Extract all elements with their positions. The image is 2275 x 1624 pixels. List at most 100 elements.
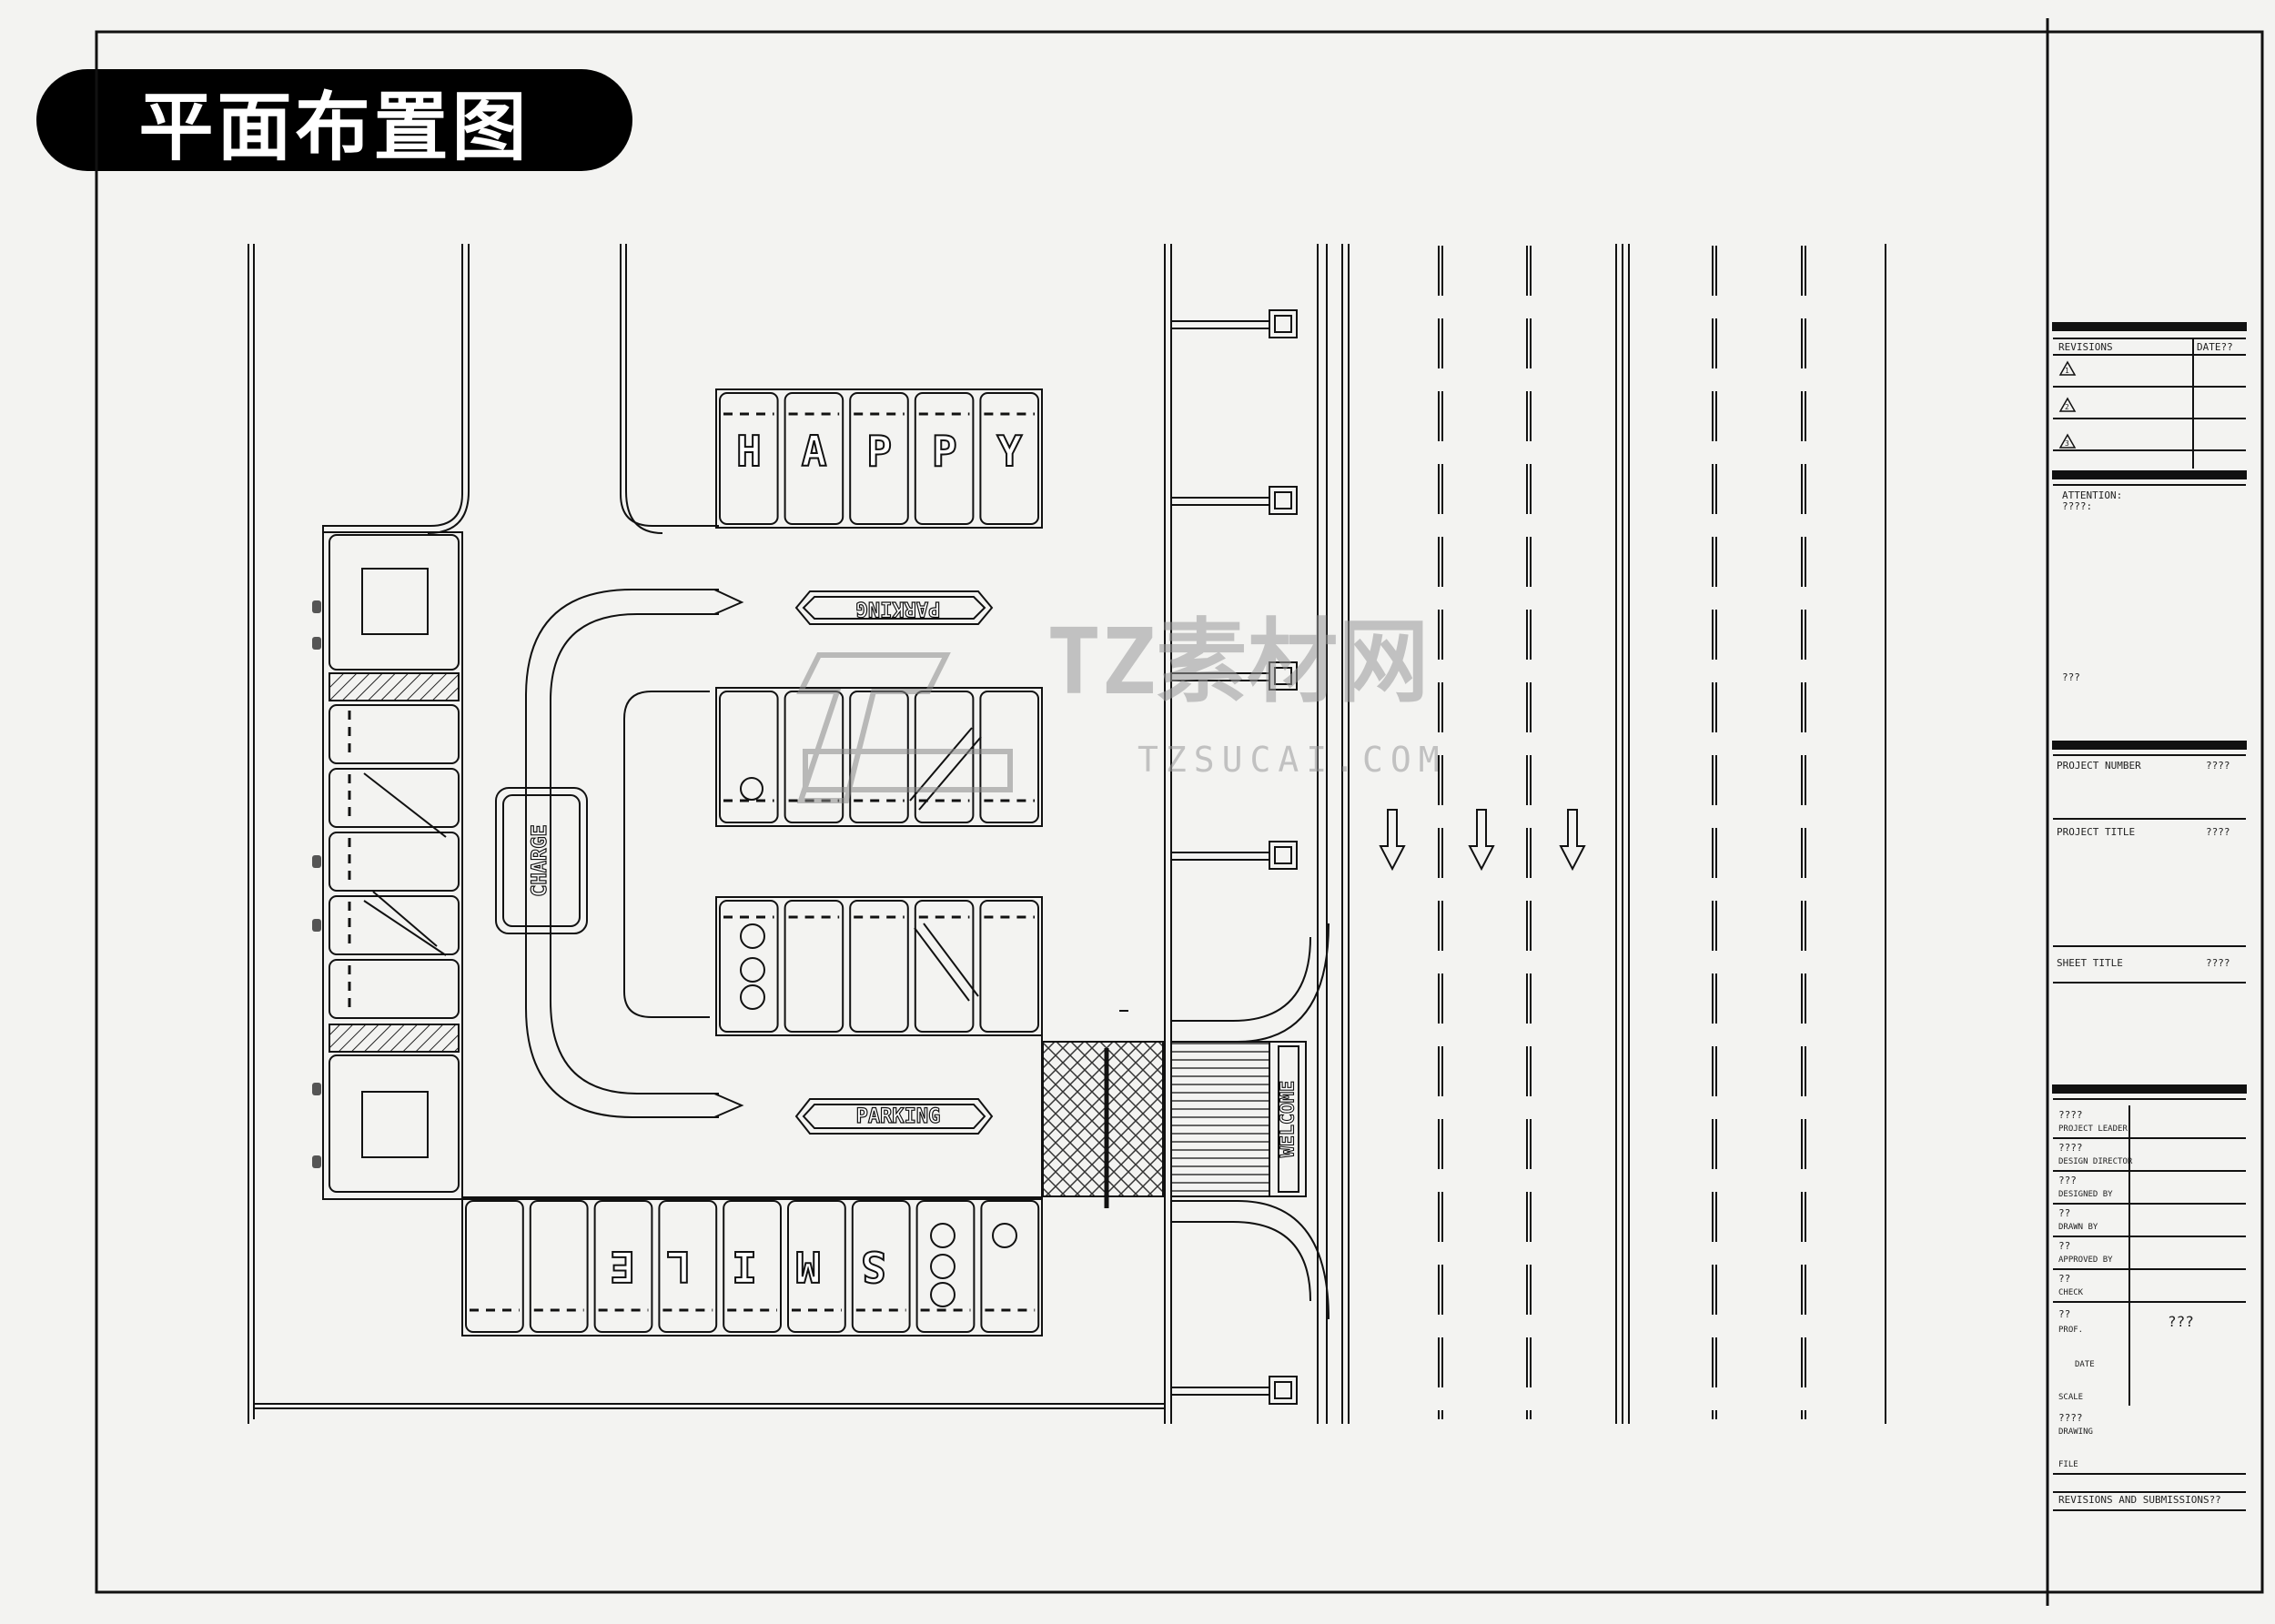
rev-mark-2: 2 bbox=[2065, 403, 2069, 411]
parking-row-middle-lower bbox=[715, 896, 1043, 1036]
sheet-frame bbox=[95, 18, 2264, 1606]
parking-stall bbox=[784, 900, 844, 1033]
lane-arrows bbox=[1379, 809, 1586, 872]
down-arrow-icon bbox=[1559, 809, 1586, 872]
footer-label: REVISIONS AND SUBMISSIONS?? bbox=[2058, 1494, 2221, 1506]
parking-stall bbox=[979, 900, 1040, 1033]
parking-stall bbox=[658, 1200, 718, 1333]
parking-sign-bottom bbox=[794, 1098, 994, 1135]
smile-letter: S bbox=[861, 1242, 886, 1291]
watermark: TZ素材网 TZSUCAI.COM bbox=[796, 609, 1447, 803]
project-title-value: ???? bbox=[2206, 826, 2230, 838]
title-block bbox=[2052, 322, 2247, 1511]
parking-row-middle-upper bbox=[715, 687, 1043, 827]
sheet-heading-badge: 平面布置图 bbox=[36, 69, 632, 171]
lamp-post-inner bbox=[1274, 846, 1292, 864]
rev-mark-3: 3 bbox=[2065, 439, 2069, 448]
parking-stall bbox=[979, 392, 1040, 525]
lamp-post-inner bbox=[1274, 491, 1292, 509]
role-code: ???? bbox=[2058, 1142, 2083, 1154]
parking-row-smile bbox=[461, 1196, 1043, 1337]
revision-triangles bbox=[2058, 360, 2077, 449]
watermark-name: TZ素材网 bbox=[1046, 609, 1429, 715]
smile-letter: M bbox=[795, 1242, 821, 1291]
parking-stall bbox=[849, 900, 909, 1033]
date-label: DATE?? bbox=[2197, 341, 2233, 353]
stall-mark bbox=[918, 736, 982, 811]
site-boundary bbox=[248, 244, 1172, 1424]
parking-stall bbox=[849, 392, 909, 525]
parking-stall bbox=[329, 768, 460, 828]
stall-mark bbox=[914, 927, 970, 1002]
parking-stall bbox=[719, 392, 779, 525]
lamp-post bbox=[1269, 486, 1298, 515]
parking-stall bbox=[914, 392, 975, 525]
project-title-label: PROJECT TITLE bbox=[2057, 826, 2135, 838]
bollard bbox=[312, 637, 321, 650]
happy-letter: Y bbox=[997, 427, 1023, 476]
parking-stall bbox=[329, 1054, 460, 1193]
sheet-title-label: SHEET TITLE bbox=[2057, 957, 2123, 969]
role-code: ??? bbox=[2058, 1175, 2077, 1186]
road bbox=[1317, 244, 1886, 1424]
role-label: DRAWN BY bbox=[2058, 1223, 2098, 1232]
parking-stall bbox=[915, 1200, 976, 1333]
parking-stall bbox=[719, 691, 779, 823]
down-arrow-icon bbox=[1379, 809, 1406, 872]
lamp-post-inner bbox=[1274, 315, 1292, 333]
parking-stall bbox=[329, 959, 460, 1019]
bollard bbox=[312, 1083, 321, 1095]
parking-stall bbox=[465, 1200, 524, 1333]
charge-label: CHARGE bbox=[529, 824, 551, 896]
parking-row-happy bbox=[715, 388, 1043, 529]
happy-letter: P bbox=[866, 427, 892, 476]
prof-code: ?? bbox=[2058, 1308, 2070, 1320]
lamp-post-inner bbox=[1274, 1381, 1292, 1399]
project-number-value: ???? bbox=[2206, 760, 2230, 772]
entrance-area bbox=[1042, 1010, 1307, 1208]
attention-note-2: ??? bbox=[2062, 671, 2080, 683]
parking-stall bbox=[329, 704, 460, 764]
stall-mark bbox=[923, 923, 979, 997]
role-code: ???? bbox=[2058, 1109, 2083, 1121]
sheet-heading: 平面布置图 bbox=[138, 84, 531, 171]
bollard bbox=[312, 1155, 321, 1168]
parking-stall bbox=[719, 900, 779, 1033]
parking-stall bbox=[593, 1200, 653, 1333]
happy-letter: A bbox=[802, 427, 827, 476]
role-label: PROJECT LEADER bbox=[2058, 1125, 2128, 1134]
watermark-url: TZSUCAI.COM bbox=[1138, 740, 1447, 780]
lamp-post bbox=[1269, 841, 1298, 870]
lamp-post bbox=[1269, 1376, 1298, 1405]
prof-value: ??? bbox=[2168, 1313, 2194, 1330]
parking-stall bbox=[723, 1200, 783, 1333]
sidewalk bbox=[1171, 309, 1330, 1405]
scale-label: SCALE bbox=[2058, 1393, 2083, 1402]
stall-mark bbox=[363, 900, 447, 956]
project-number-label: PROJECT NUMBER bbox=[2057, 760, 2141, 772]
parking-stall bbox=[914, 900, 975, 1033]
prof-label: PROF. bbox=[2058, 1326, 2083, 1335]
attention-label: ATTENTION: bbox=[2062, 489, 2122, 501]
happy-stalls bbox=[719, 392, 1040, 525]
happy-letter: H bbox=[736, 427, 762, 476]
parking-stall bbox=[980, 1200, 1040, 1333]
parking-label-top: PARKING bbox=[856, 597, 941, 620]
smile-letter: I bbox=[732, 1242, 757, 1291]
lamp-post bbox=[1269, 661, 1298, 691]
role-code: ?? bbox=[2058, 1240, 2070, 1252]
stall-mark bbox=[372, 891, 438, 947]
parking-stall bbox=[329, 895, 460, 955]
role-label: DESIGNED BY bbox=[2058, 1190, 2113, 1199]
parking-stall bbox=[329, 534, 460, 671]
charge-sign bbox=[495, 787, 588, 934]
file-label: FILE bbox=[2058, 1460, 2078, 1469]
lamp-post-inner bbox=[1274, 667, 1292, 685]
role-label: APPROVED BY bbox=[2058, 1256, 2113, 1265]
stall-mark bbox=[363, 772, 447, 838]
role-code: ?? bbox=[2058, 1273, 2070, 1285]
sheet-title-value: ???? bbox=[2206, 957, 2230, 969]
